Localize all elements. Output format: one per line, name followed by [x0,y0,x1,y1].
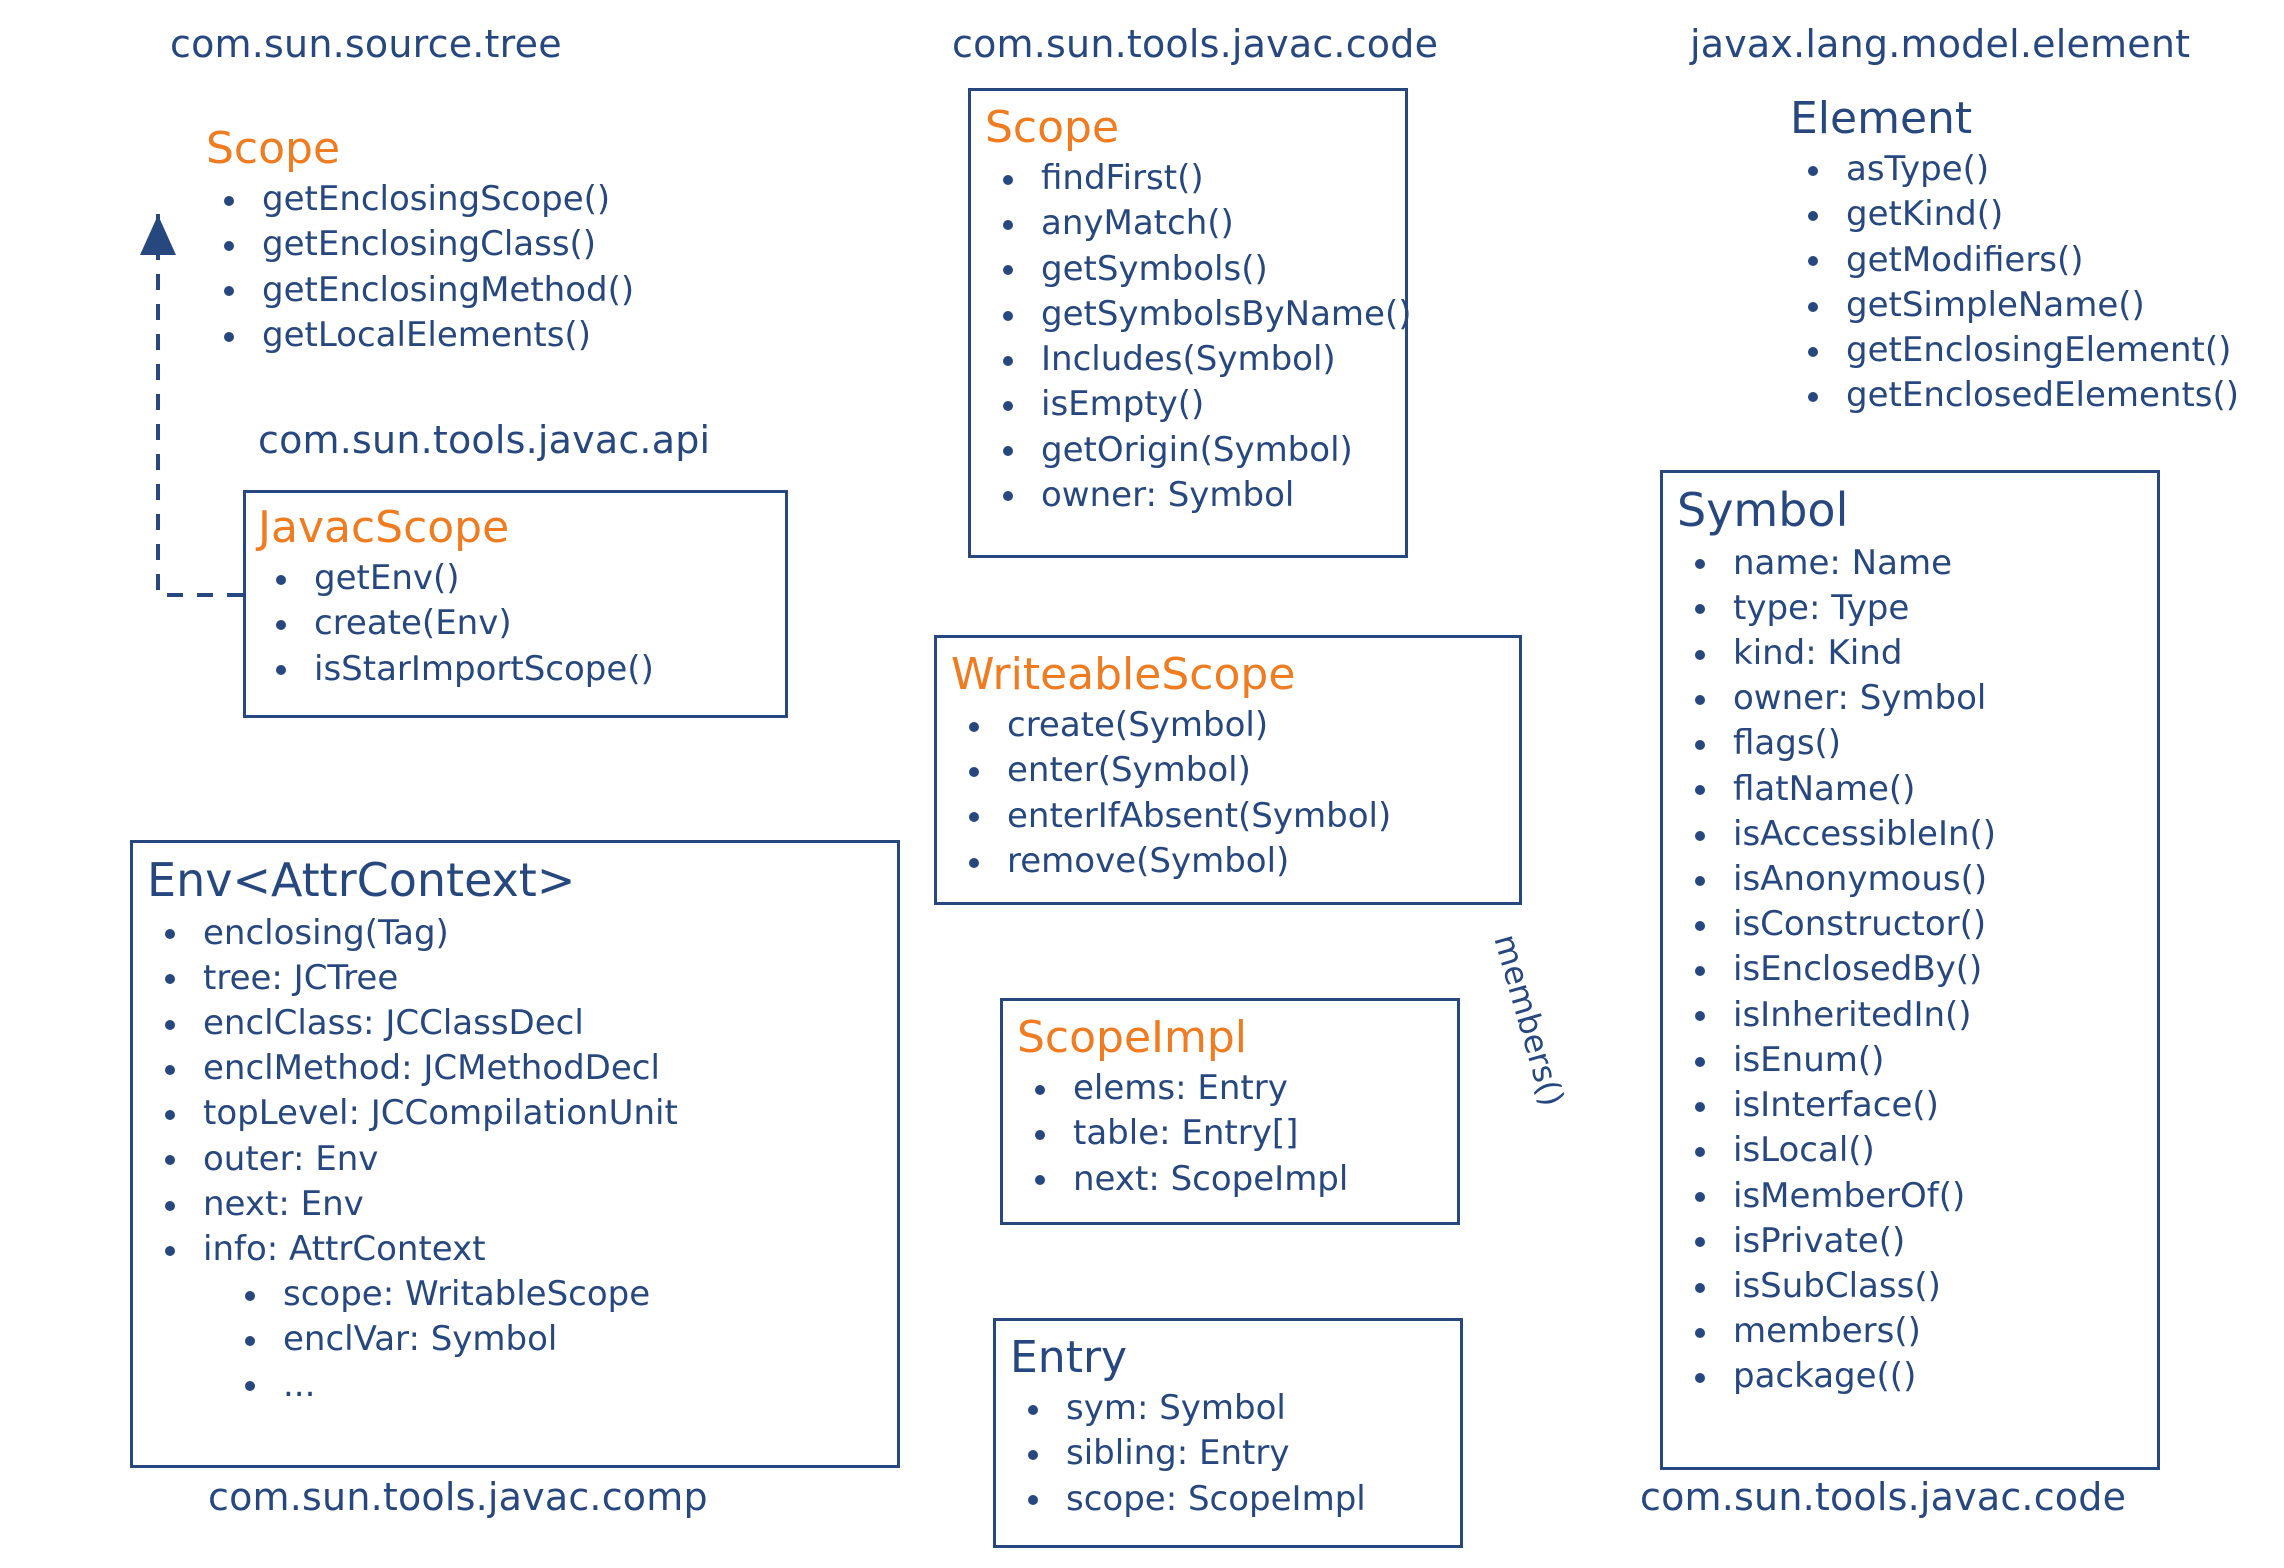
member-list-entry: sym: Symbol sibling: Entry scope: ScopeI… [1010,1386,1446,1522]
member-item: scope: ScopeImpl [1010,1477,1446,1522]
member-item: create(Symbol) [951,703,1505,748]
class-title-scope-tree: Scope [206,123,341,174]
member-item: name: Name [1677,541,2143,586]
member-item: getSymbols() [985,247,1391,292]
member-item: owner: Symbol [985,473,1391,518]
member-list-writeable-scope: create(Symbol) enter(Symbol) enterIfAbse… [951,703,1505,884]
member-list-scope-impl: elems: Entry table: Entry[] next: ScopeI… [1017,1066,1443,1202]
member-item: next: ScopeImpl [1017,1157,1443,1202]
package-label-javac-api: com.sun.tools.javac.api [258,418,711,462]
member-item: getEnclosingMethod() [206,268,656,313]
class-title-env-attrcontext: Env<AttrContext> [147,853,576,907]
class-box-scope-impl[interactable]: ScopeImpl elems: Entry table: Entry[] ne… [1000,998,1460,1225]
class-box-env-attrcontext[interactable]: Env<AttrContext> enclosing(Tag) tree: JC… [130,840,900,1468]
member-item: info: AttrContext [147,1227,883,1272]
member-item: getEnv() [258,556,773,601]
member-list-symbol: name: Name type: Type kind: Kind owner: … [1677,541,2143,1400]
class-box-scope-tree[interactable]: Scope getEnclosingScope() getEnclosingCl… [196,118,666,364]
member-item: isSubClass() [1677,1264,2143,1309]
member-item: kind: Kind [1677,631,2143,676]
package-label-model-element: javax.lang.model.element [1690,22,2191,66]
member-item: isAccessibleIn() [1677,812,2143,857]
member-list-scope-code: findFirst() anyMatch() getSymbols() getS… [985,156,1411,518]
class-title-element: Element [1790,93,1973,144]
class-box-scope-code[interactable]: Scope findFirst() anyMatch() getSymbols(… [968,88,1411,558]
member-item: getEnclosingElement() [1790,328,2270,373]
member-item: isAnonymous() [1677,857,2143,902]
member-item: getOrigin(Symbol) [985,428,1391,473]
package-label-javac-code-bottom: com.sun.tools.javac.code [1640,1475,2127,1519]
member-item: remove(Symbol) [951,839,1505,884]
class-box-javac-scope[interactable]: JavacScope getEnv() create(Env) isStarIm… [243,490,788,718]
class-title-entry: Entry [1010,1332,1128,1383]
member-list-javac-scope: getEnv() create(Env) isStarImportScope() [258,556,773,692]
member-item: isMemberOf() [1677,1174,2143,1219]
member-item: flags() [1677,721,2143,766]
member-item: getEnclosingClass() [206,222,656,267]
member-item: getEnclosingScope() [206,177,656,222]
member-item: members() [1677,1309,2143,1354]
class-title-scope-impl: ScopeImpl [1017,1012,1248,1063]
member-item: enclosing(Tag) [147,911,883,956]
member-item: flatName() [1677,767,2143,812]
member-item: sym: Symbol [1010,1386,1446,1431]
member-item: sibling: Entry [1010,1431,1446,1476]
member-item: isInheritedIn() [1677,993,2143,1038]
member-item-nested: ... [147,1363,883,1408]
member-item: enclMethod: JCMethodDecl [147,1046,883,1091]
member-item: isEnum() [1677,1038,2143,1083]
member-item: tree: JCTree [147,956,883,1001]
member-item: package(() [1677,1354,2143,1399]
package-label-javac-code-top: com.sun.tools.javac.code [952,22,1439,66]
class-box-entry[interactable]: Entry sym: Symbol sibling: Entry scope: … [993,1318,1463,1548]
class-box-element[interactable]: Element asType() getKind() getModifiers(… [1780,88,2280,425]
class-box-symbol[interactable]: Symbol name: Name type: Type kind: Kind … [1660,470,2160,1470]
member-item: elems: Entry [1017,1066,1443,1111]
member-item: isStarImportScope() [258,647,773,692]
member-item: getLocalElements() [206,313,656,358]
edge-label-members: members() [1486,930,1572,1111]
package-label-javac-comp: com.sun.tools.javac.comp [208,1475,708,1519]
member-item: owner: Symbol [1677,676,2143,721]
member-item: enterIfAbsent(Symbol) [951,794,1505,839]
class-title-javac-scope: JavacScope [258,502,510,553]
member-item: table: Entry[] [1017,1111,1443,1156]
member-item: isPrivate() [1677,1219,2143,1264]
member-item: outer: Env [147,1137,883,1182]
member-list-env-attrcontext: enclosing(Tag) tree: JCTree enclClass: J… [147,911,883,1408]
member-item: getSymbolsByName() [985,292,1411,337]
member-item-nested: scope: WritableScope [147,1272,883,1317]
member-item: isConstructor() [1677,902,2143,947]
member-item: Includes(Symbol) [985,337,1391,382]
member-item: create(Env) [258,601,773,646]
class-title-symbol: Symbol [1677,483,1849,537]
member-item-nested: enclVar: Symbol [147,1317,883,1362]
class-title-writeable-scope: WriteableScope [951,649,1296,700]
member-item: type: Type [1677,586,2143,631]
member-item: isEmpty() [985,382,1391,427]
member-item: enclClass: JCClassDecl [147,1001,883,1046]
member-list-element: asType() getKind() getModifiers() getSim… [1790,147,2270,418]
class-title-scope-code: Scope [985,102,1120,153]
member-item: isInterface() [1677,1083,2143,1128]
member-list-scope-tree: getEnclosingScope() getEnclosingClass() … [206,177,656,358]
member-item: findFirst() [985,156,1391,201]
member-item: getModifiers() [1790,238,2270,283]
member-item: getEnclosedElements() [1790,373,2270,418]
member-item: topLevel: JCCompilationUnit [147,1091,883,1136]
package-label-source-tree: com.sun.source.tree [170,22,562,66]
member-item: getKind() [1790,192,2270,237]
class-box-writeable-scope[interactable]: WriteableScope create(Symbol) enter(Symb… [934,635,1522,905]
member-item: next: Env [147,1182,883,1227]
member-item: isLocal() [1677,1128,2143,1173]
member-item: getSimpleName() [1790,283,2270,328]
member-item: isEnclosedBy() [1677,947,2143,992]
member-item: enter(Symbol) [951,748,1505,793]
member-item: asType() [1790,147,2270,192]
member-item: anyMatch() [985,201,1391,246]
